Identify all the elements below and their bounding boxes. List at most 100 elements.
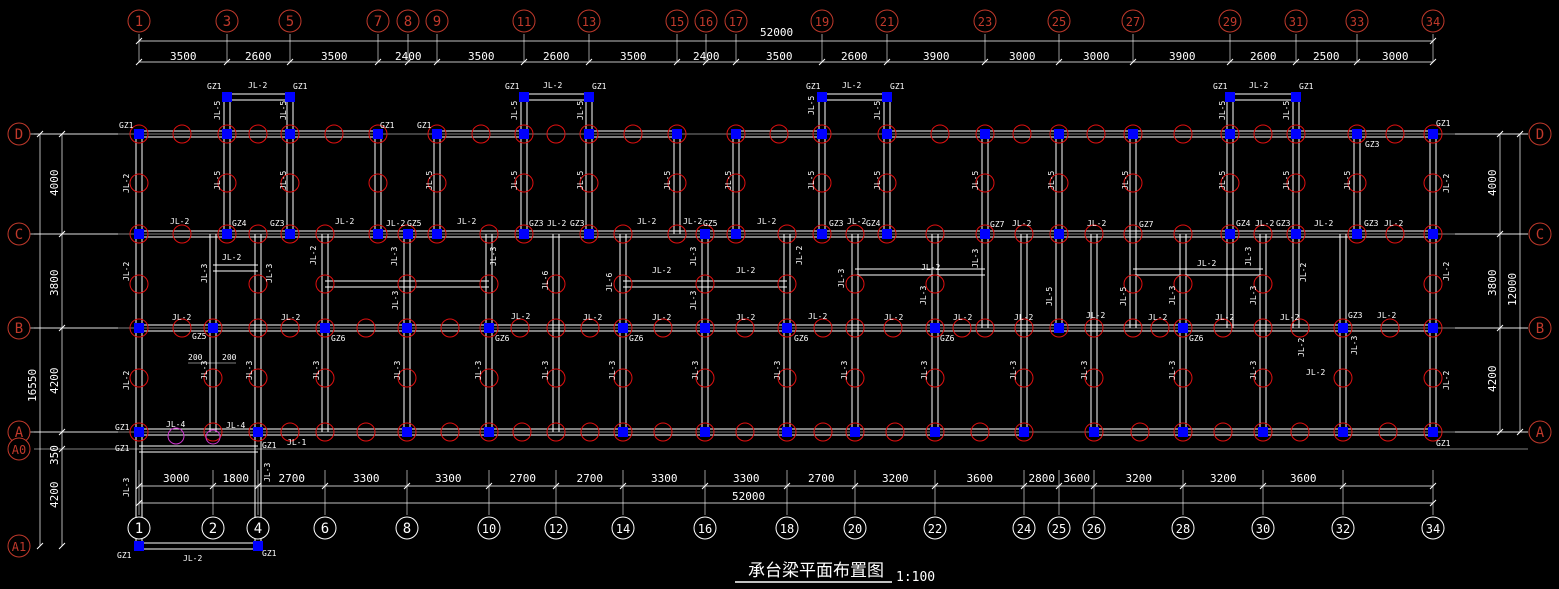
pile-circle (1084, 318, 1104, 338)
bottom-total-dim: 52000 (732, 490, 765, 503)
jl3-label: JL-3 (391, 291, 400, 310)
pile-circle (1173, 274, 1193, 294)
gz1-label: GZ1 (417, 121, 432, 130)
jl5-label: JL-5 (1218, 101, 1227, 120)
pile-circle (1385, 224, 1405, 244)
pile-circle (315, 274, 335, 294)
axis-bubble-bottom-30-circle (1251, 516, 1275, 540)
bottom-dim-12: 2800 (1029, 472, 1056, 485)
jl3-label: JL-3 (1249, 361, 1258, 380)
structural-column (700, 427, 710, 437)
axis-bubble-right-B-circle (1528, 316, 1552, 340)
pile-circle (925, 274, 945, 294)
gz3-label: GZ3 (1364, 219, 1379, 228)
jl2-label: JL-2 (808, 312, 827, 321)
jl2-label: JL-2 (1297, 338, 1306, 357)
jl3-label: JL-3 (920, 361, 929, 380)
bottom-dim-16: 3600 (1290, 472, 1317, 485)
pile-circle (777, 368, 797, 388)
pile-circle (356, 318, 376, 338)
bottom-dim-10: 3200 (882, 472, 909, 485)
pile-circle (1220, 124, 1240, 144)
pile-circle (280, 318, 300, 338)
dimension-tick (1129, 58, 1137, 66)
jl2-label: JL-2 (1255, 219, 1274, 228)
top-dim-3: 2400 (395, 50, 422, 63)
jl2-label: JL-2 (1012, 219, 1031, 228)
structural-column (285, 129, 295, 139)
dimension-tick (1020, 482, 1028, 490)
pile-circle (883, 318, 903, 338)
structural-column (980, 129, 990, 139)
pile-circle (695, 274, 715, 294)
axis-bubble-bottom-30-label: 30 (1256, 522, 1270, 536)
pile-circle (1286, 124, 1306, 144)
structural-column (980, 229, 990, 239)
top-dim-13: 3900 (1169, 50, 1196, 63)
gz1-label: GZ1 (1436, 439, 1451, 448)
jl2-label: JL-2 (122, 262, 131, 281)
pile-circle (1173, 224, 1193, 244)
gz6-label: GZ6 (1189, 334, 1204, 343)
top-dim-4: 3500 (468, 50, 495, 63)
jl3-label: JL-3 (265, 264, 274, 283)
axis-bubble-left-C-circle (7, 222, 31, 246)
grid-lines (34, 34, 1528, 515)
right-dim-d3: 4200 (1486, 366, 1499, 393)
axis-bubble-top-5-circle (278, 9, 302, 33)
top-dim-12: 3000 (1083, 50, 1110, 63)
jl3-label: JL-3 (1249, 286, 1258, 305)
dimension-tick (981, 58, 989, 66)
jl2-label: JL-2 (122, 371, 131, 390)
jl2-label: JL-2 (1280, 313, 1299, 322)
bottom-dim-15: 3200 (1210, 472, 1237, 485)
pile-circle (952, 318, 972, 338)
pile-circle (129, 368, 149, 388)
pile-circle (777, 318, 797, 338)
pile-circle (1290, 318, 1310, 338)
axis-bubble-left-A1-circle (7, 534, 31, 558)
pile-circle (1123, 173, 1143, 193)
gz1-label: GZ1 (1436, 119, 1451, 128)
bottom-dim-13: 3600 (1064, 472, 1091, 485)
structural-column (618, 323, 628, 333)
gz5-label: GZ5 (407, 219, 422, 228)
structural-column (373, 229, 383, 239)
structural-column (1352, 129, 1362, 139)
jl2-label: JL-2 (1197, 259, 1216, 268)
bottom-dim-0: 3000 (163, 472, 190, 485)
axis-bubble-top-33-circle (1345, 9, 1369, 33)
left-dim-d2: 3800 (48, 270, 61, 297)
axis-bubble-top-1-label: 1 (135, 14, 143, 30)
structural-column (672, 129, 682, 139)
jl2-label: JL-2 (543, 81, 562, 90)
pile-circle (1173, 422, 1193, 442)
structural-column (782, 427, 792, 437)
gz5-label: GZ5 (192, 332, 207, 341)
pile-circle (975, 318, 995, 338)
jl5-label: JL-5 (510, 101, 519, 120)
pile-circle (1423, 224, 1443, 244)
pile-circle (248, 422, 268, 442)
pile-circle (1286, 224, 1306, 244)
structural-column (519, 129, 529, 139)
pile-circle (695, 368, 715, 388)
left-dim-d3: 4200 (48, 368, 61, 395)
pile-circle (777, 274, 797, 294)
dimension-tick (36, 542, 44, 550)
structural-column (134, 129, 144, 139)
jl5-label: JL-5 (213, 171, 222, 190)
jl2-label: JL-2 (847, 217, 866, 226)
axis-bubble-bottom-20-circle (843, 516, 867, 540)
jl3-label: JL-3 (837, 269, 846, 288)
dimension-tick (1429, 58, 1437, 66)
dimension-tick (254, 482, 262, 490)
dimension-tick (1055, 58, 1063, 66)
pile-circle (653, 422, 673, 442)
structural-column (1054, 323, 1064, 333)
pile-circle (1014, 368, 1034, 388)
pile-circle (479, 368, 499, 388)
structural-column (700, 323, 710, 333)
axis-bubble-bottom-4-label: 4 (254, 521, 262, 537)
